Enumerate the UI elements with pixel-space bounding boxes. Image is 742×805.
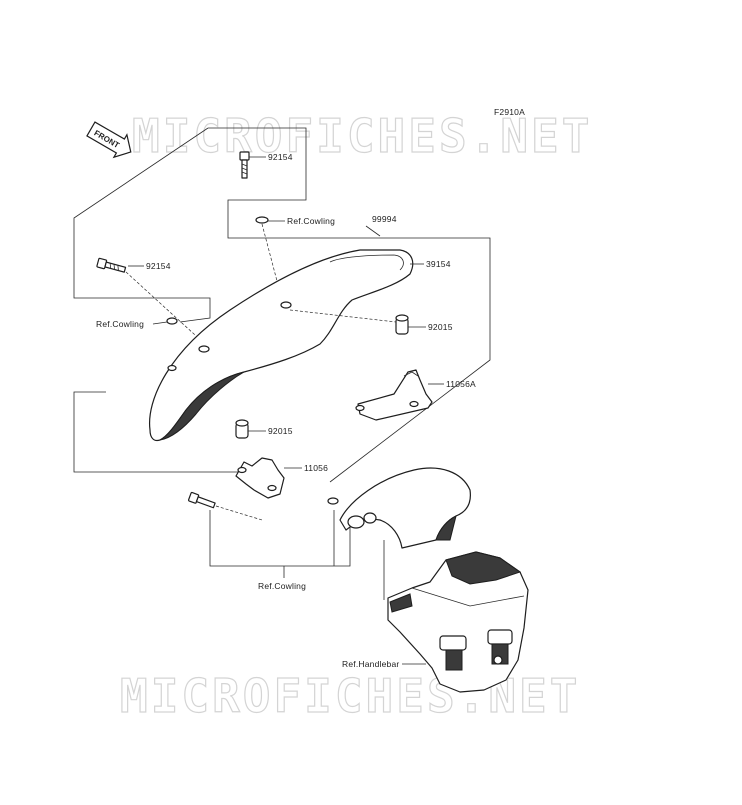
callout-windshield: 39154 [426, 259, 451, 269]
callout-ref-cowling-bottom: Ref.Cowling [258, 581, 306, 591]
callout-collar-left: 92015 [268, 426, 293, 436]
kit-leader [365, 225, 381, 237]
callout-kit: 99994 [372, 214, 397, 224]
bolt-bottom [187, 491, 216, 509]
front-arrow-icon: FRONT [86, 121, 132, 159]
axis-right [289, 309, 397, 323]
collar-bottom [327, 497, 339, 505]
callout-bolt-left: 92154 [146, 261, 171, 271]
assembly-frame-top [208, 127, 491, 483]
watermark-top: MICROFICHES.NET [132, 109, 592, 163]
ref-cowling-bottom-bracket [209, 510, 351, 567]
callout-collar-right: 92015 [428, 322, 453, 332]
leader-ref-cowling-left [152, 321, 168, 325]
callout-bracket-left: 11056 [304, 463, 328, 473]
windshield [148, 249, 414, 442]
frame-inner [168, 297, 211, 323]
washer-left [166, 317, 178, 325]
callout-ref-cowling-left: Ref.Cowling [96, 319, 144, 329]
figure-code: F2910A [494, 107, 525, 117]
cowling-stay [339, 467, 471, 549]
assembly-frame-left-lower [73, 391, 240, 473]
axis-bottom [215, 505, 263, 521]
bolt-left [96, 257, 127, 273]
watermark-bottom: MICROFICHES.NET [120, 669, 580, 723]
callout-bolt-top: 92154 [268, 152, 293, 162]
bracket-left [235, 457, 285, 499]
bracket-right [355, 369, 433, 421]
callout-bracket-right: 11056A [446, 379, 476, 389]
collar-left [235, 419, 249, 439]
handlebar-mount [387, 551, 529, 693]
callout-ref-cowling-top: Ref.Cowling [287, 216, 335, 226]
assembly-frame-left [73, 127, 209, 299]
bolt-top [239, 151, 250, 179]
callout-ref-handlebar: Ref.Handlebar [342, 659, 399, 669]
collar-right [395, 314, 409, 335]
washer-top [255, 216, 269, 224]
axis-left [125, 271, 241, 377]
